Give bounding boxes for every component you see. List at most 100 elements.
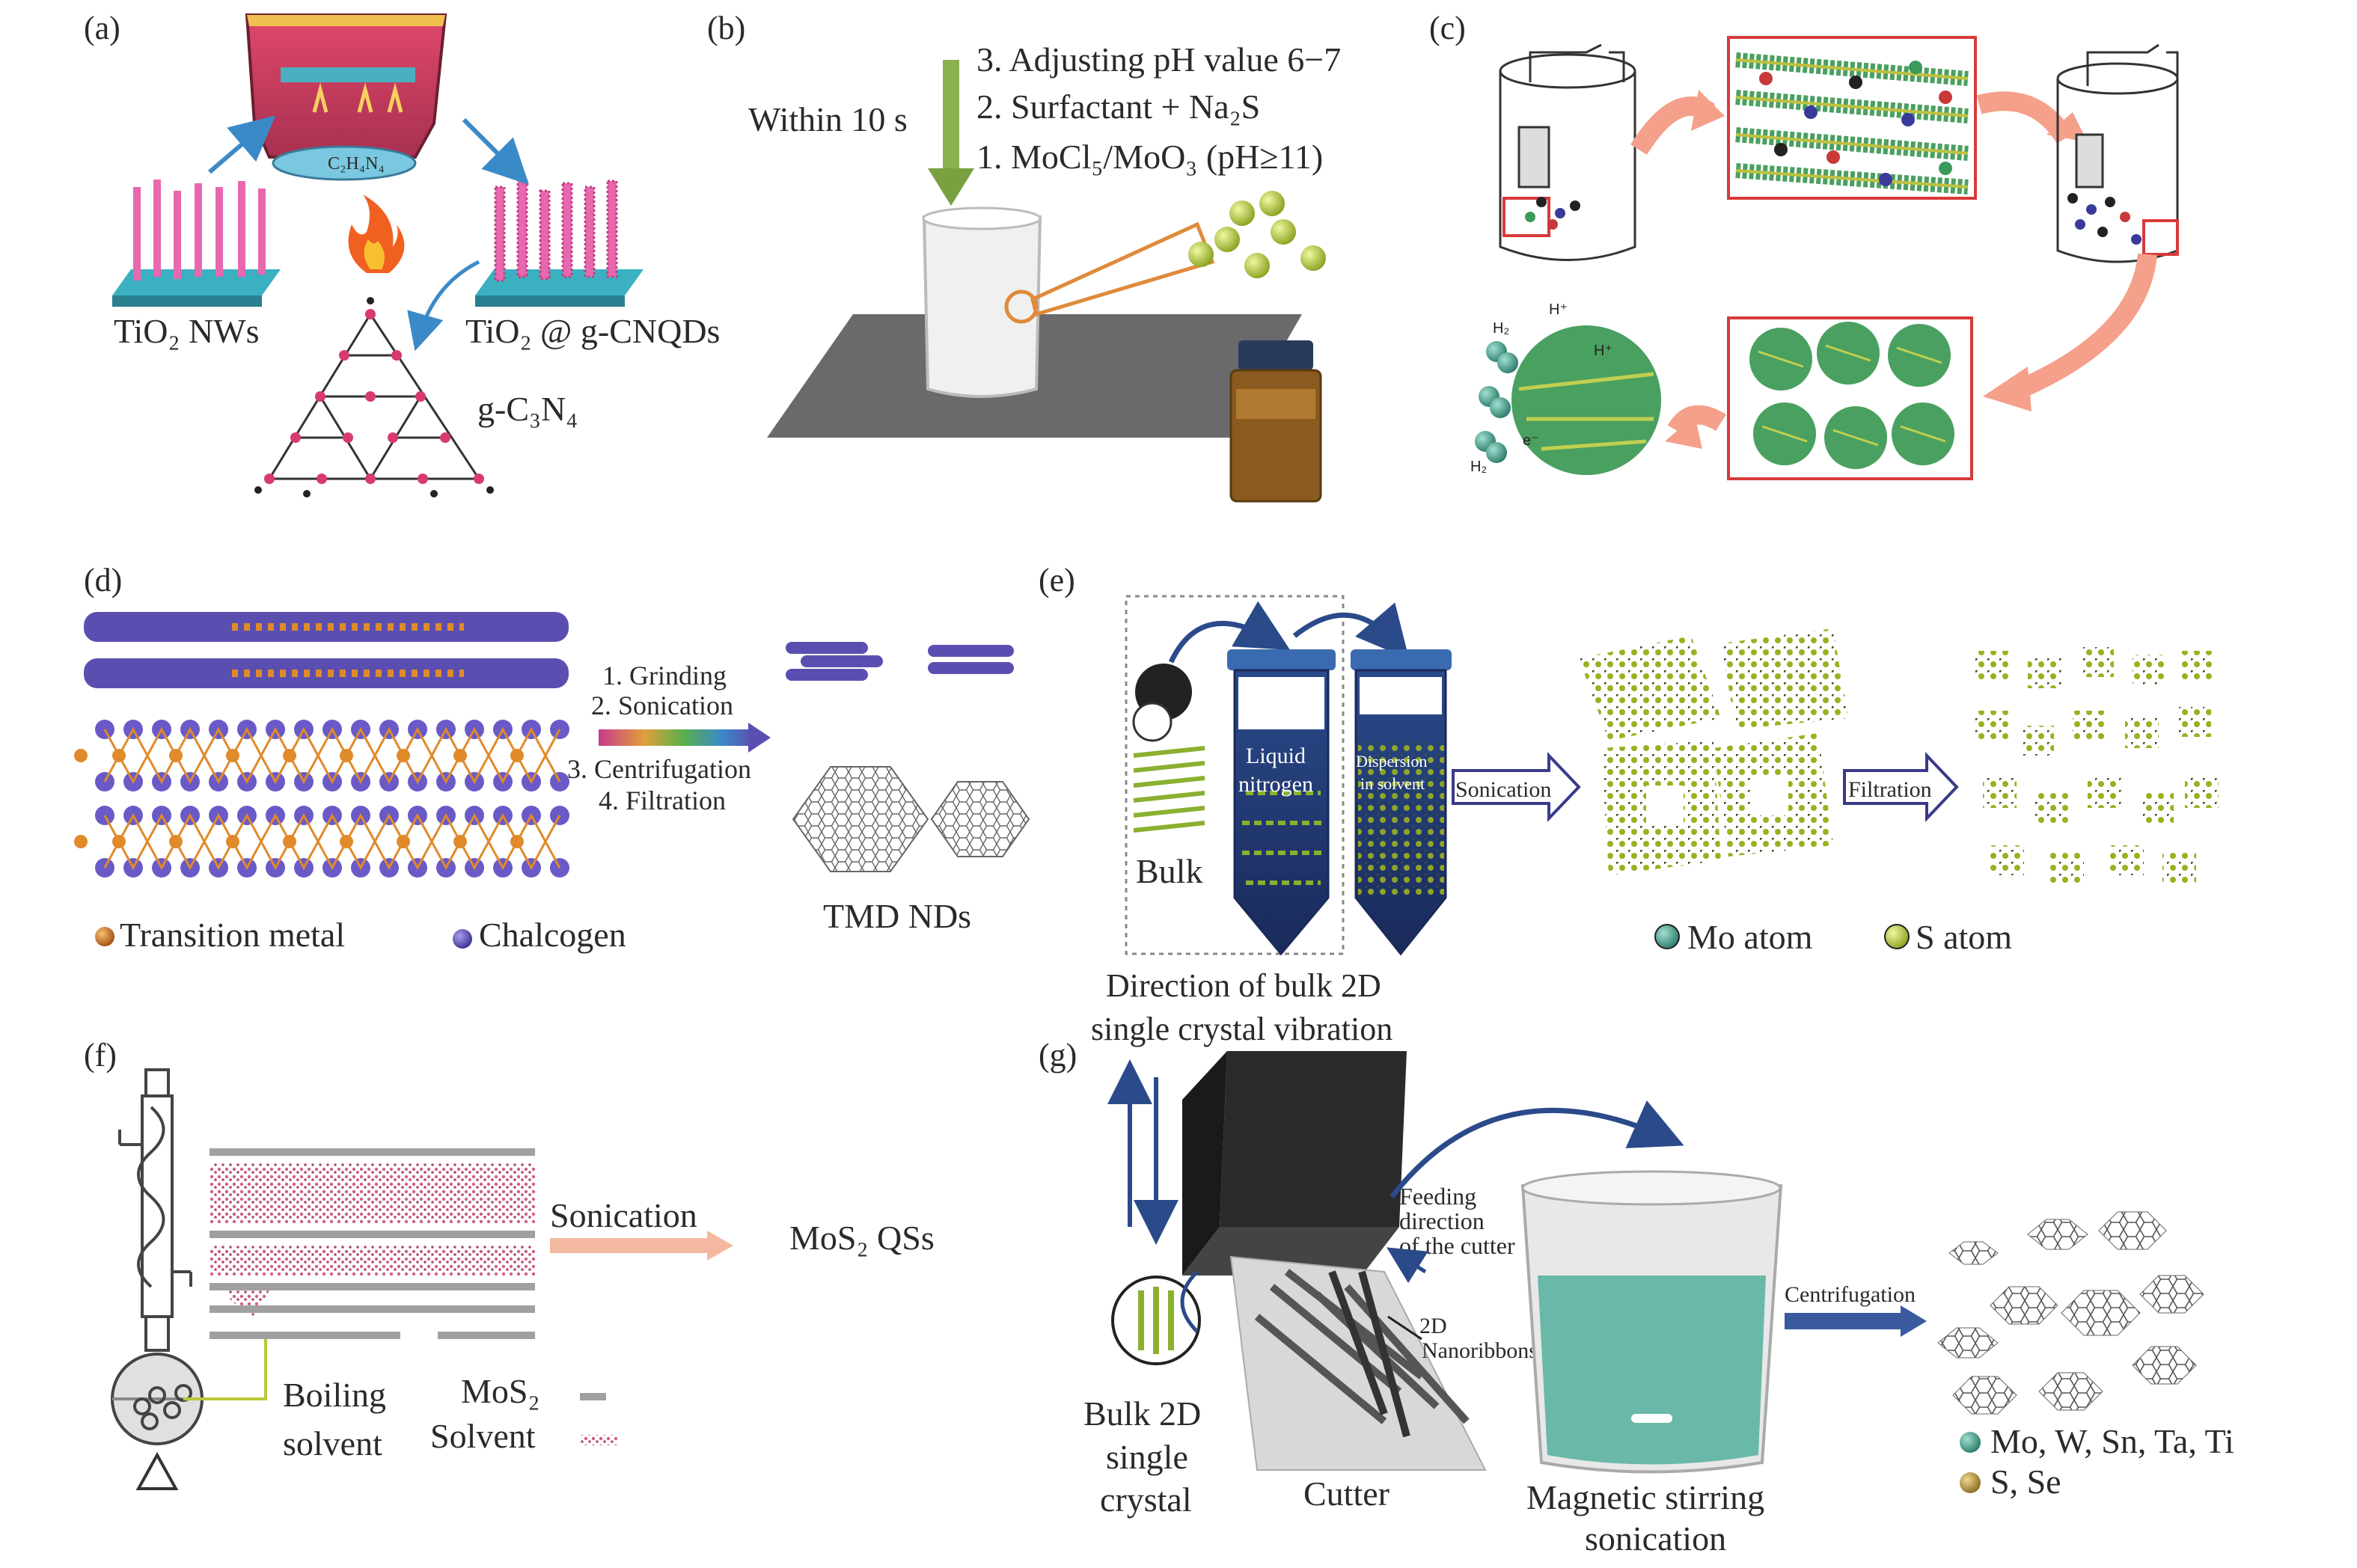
layered-mos2	[210, 1148, 535, 1339]
rainbow-arrow	[599, 729, 752, 746]
filtration-arrow	[1843, 752, 1959, 822]
chalcogen-legend-g: S, Se	[1990, 1463, 2061, 1501]
g-bulk-label-line-1: Bulk 2D	[1083, 1394, 1201, 1433]
mo-atom-legend: Mo atom	[1687, 918, 1813, 956]
gcn-hydrogens	[254, 297, 494, 497]
nanoribbons-label-line-1: 2D	[1419, 1314, 1447, 1338]
panel-f-tag: (f)	[84, 1037, 117, 1074]
d-step-3: 3. Centrifugation	[567, 754, 751, 784]
solvent-legend: Solvent	[430, 1417, 536, 1455]
arrow-to-furnace	[208, 115, 276, 174]
chalcogen-legend: Chalcogen	[479, 916, 626, 954]
stirring-beaker	[1520, 1170, 1783, 1474]
cell-2-ions	[2067, 193, 2142, 245]
e-caption-line-2: single crystal vibration	[1091, 1011, 1393, 1047]
stirring-label-line-1: Magnetic stirring	[1526, 1478, 1764, 1516]
arrow-to-tube-1	[1168, 601, 1291, 664]
panel-g: (g) Feeding direction of the cutter 2D N…	[1039, 1037, 2234, 1558]
h2-bubbles	[1475, 341, 1518, 463]
furnace-label: C₂H₄N₄	[328, 154, 385, 174]
tio2-gcnqd-nanowires	[475, 178, 643, 307]
feeding-arrow	[1387, 1247, 1428, 1284]
salmon-arrow-1-head	[1691, 90, 1725, 131]
cutter-label: Cutter	[1303, 1474, 1390, 1513]
nanoribbons-label-line-2: Nanoribbons	[1422, 1338, 1538, 1363]
step-3: 3. Adjusting pH value 6−7	[976, 40, 1341, 79]
panel-d: (d)	[74, 562, 1030, 954]
d-step-4: 4. Filtration	[599, 785, 726, 815]
tube-2-label-line-2: in solvent	[1360, 774, 1425, 793]
tube-dispersion	[1351, 649, 1452, 956]
bulk-label: Bulk	[1136, 852, 1202, 890]
cell-1-ions	[1525, 197, 1580, 230]
transition-metal-legend: Transition metal	[120, 916, 345, 954]
bulk-dashed-box	[1125, 595, 1345, 955]
s-atom-legend-icon	[1884, 924, 1910, 949]
mo-atom-legend-icon	[1654, 924, 1680, 949]
panel-f: (f) Sonication MoS₂ QSs	[84, 1037, 935, 1490]
g-bulk-label-line-3: crystal	[1100, 1480, 1192, 1519]
step-2: 2. Surfactant + Na₂S	[976, 88, 1260, 126]
nanoribbons-pointer	[1387, 1315, 1422, 1341]
tio2-nanowires	[112, 180, 281, 307]
panel-b-tag: (b)	[707, 10, 745, 46]
transition-metal-legend-icon	[95, 927, 114, 946]
panel-a-tag: (a)	[84, 10, 120, 46]
centrifugation-label: Centrifugation	[1785, 1282, 1916, 1307]
s-atom-legend: S atom	[1916, 918, 2012, 956]
h2-label-2: H₂	[1470, 459, 1487, 475]
bulk-crystal	[1132, 664, 1205, 833]
vibration-arrows	[1107, 1059, 1178, 1245]
nanodot-bars	[786, 642, 1014, 681]
bulk-crystal-block	[1182, 1051, 1407, 1275]
zoom-lines	[1030, 221, 1215, 317]
boiling-pointer	[183, 1332, 267, 1400]
stirring-label-line-2: sonication	[1585, 1519, 1726, 1558]
panel-e: (e) Bulk Liquid nitrogen Dispersion in s…	[1039, 562, 2219, 1047]
product-vial	[1229, 340, 1322, 503]
flame-icon	[348, 195, 405, 273]
time-label: Within 10 s	[748, 100, 908, 138]
panel-e-tag: (e)	[1039, 562, 1075, 598]
panel-a: (a) C₂H₄N₄	[84, 10, 720, 497]
electrochem-cell-1	[1499, 43, 1636, 261]
chalcogen-legend-g-icon	[1960, 1472, 1981, 1493]
metal-legend-icon	[1960, 1432, 1981, 1453]
tube-2-label-line-1: Dispersion	[1356, 752, 1427, 771]
h2-label-1: H₂	[1493, 320, 1509, 337]
e-caption-line-1: Direction of bulk 2D	[1106, 967, 1381, 1004]
feeding-label-line-2: direction	[1399, 1207, 1485, 1234]
bulk-layers	[84, 612, 569, 688]
d-step-2: 2. Sonication	[591, 690, 733, 720]
bulk-crystal-layers	[1138, 1287, 1174, 1354]
tio2-nws-label: TiO₂ NWs	[114, 312, 260, 350]
gcn-atoms	[264, 309, 484, 484]
sonication-label-e: Sonication	[1455, 777, 1551, 802]
sonication-label-f: Sonication	[550, 1196, 697, 1234]
reflux-apparatus	[111, 1068, 204, 1445]
green-down-arrow	[928, 60, 974, 206]
mos2-legend: MoS₂	[461, 1372, 540, 1410]
electrochem-cell-2	[2056, 43, 2179, 263]
metal-legend: Mo, W, Sn, Ta, Ti	[1990, 1422, 2234, 1460]
beaker	[922, 206, 1042, 398]
arrow-to-tube-2	[1292, 602, 1410, 660]
tmd-nds-label: TMD NDs	[823, 897, 971, 935]
hplus-label-1: H⁺	[1549, 301, 1568, 318]
salmon-arrow-4	[1667, 405, 1726, 436]
panel-c: (c)	[1429, 10, 2179, 480]
panel-c-tag: (c)	[1429, 10, 1466, 46]
arrow-from-furnace	[462, 117, 529, 185]
atomic-lattice	[74, 720, 569, 878]
exfoliated-flakes	[1579, 628, 1848, 875]
arrow-to-gcn	[407, 260, 480, 352]
furnace-illustration	[245, 13, 447, 181]
centrifugation-arrow	[1785, 1305, 1927, 1337]
rainbow-arrow-head	[748, 723, 771, 753]
heat-triangle-icon	[135, 1451, 179, 1490]
nanodot-hexagons	[792, 766, 1030, 872]
tio2-gcnqds-label: TiO₂ @ g-CNQDs	[465, 312, 720, 350]
salmon-arrow-3-head	[1983, 367, 2032, 411]
sonication-arrow-f-head	[707, 1231, 733, 1261]
tube-1-label-line-1: Liquid	[1246, 744, 1306, 768]
